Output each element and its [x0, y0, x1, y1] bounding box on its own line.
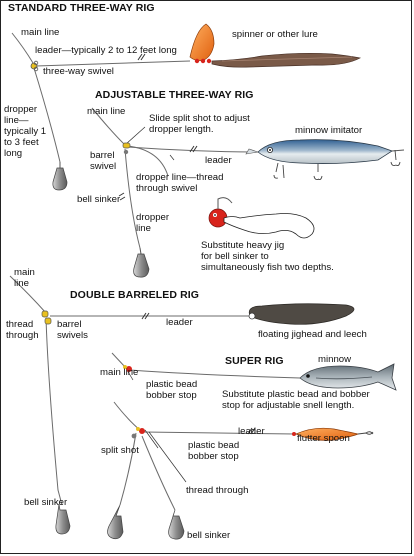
label-dbl-main-2: line — [14, 278, 29, 289]
label-adj-split-1: Slide split shot to adjust — [149, 113, 250, 124]
adj-thread-line — [127, 145, 169, 177]
bell-sinkers — [52, 162, 185, 540]
std-three-way-swivel-icon — [30, 60, 39, 72]
sup-bead-1-icon — [126, 366, 132, 372]
title-double-barreled-rig: DOUBLE BARRELED RIG — [70, 289, 200, 301]
sup-stem — [113, 401, 141, 431]
label-dbl-barrel-2: swivels — [57, 330, 88, 341]
label-spinner: spinner or other lure — [232, 29, 318, 40]
label-bell-sinker-2: bell sinker — [187, 530, 231, 541]
label-jig-2: for bell sinker to — [201, 251, 269, 262]
label-minnow-imitator: minnow imitator — [295, 125, 363, 136]
std-leader-line — [35, 60, 191, 67]
label-bell-sinker-std: bell sinker — [77, 194, 121, 205]
label-split-shot: split shot — [101, 445, 139, 456]
label-dropper-3: typically 1 — [4, 126, 47, 137]
adj-main-line — [91, 107, 125, 145]
title-standard-three-way-rig: STANDARD THREE-WAY RIG — [8, 2, 155, 14]
label-adj-leader: leader — [205, 155, 232, 166]
label-bead1-2: bobber stop — [146, 390, 197, 401]
dbl-barrel-swivel-2-icon — [44, 317, 52, 325]
sup-main-line — [111, 352, 127, 369]
label-adj-main-line: main line — [87, 106, 126, 117]
sup-bell-sinker-2-icon — [168, 509, 185, 540]
minnow-icon — [299, 363, 397, 391]
label-bell-sinker-1: bell sinker — [24, 497, 68, 508]
label-dropper-1: dropper — [4, 104, 38, 115]
sup-stop-2-icon — [136, 427, 140, 431]
dbl-dropper-line — [45, 317, 63, 506]
label-dropper-2: line— — [4, 115, 29, 126]
label-jig-3: simultaneously fish two depths. — [201, 262, 334, 273]
sup-leader1 — [129, 369, 301, 379]
dbl-barrel-swivel-1-icon — [41, 310, 49, 318]
title-super-rig: SUPER RIG — [225, 355, 284, 367]
label-jighead-leech: floating jighead and leech — [258, 329, 367, 340]
jighead-leech-icon — [248, 303, 355, 325]
adj-split-shot-icon — [123, 149, 129, 155]
sup-leader2 — [143, 431, 296, 435]
sup-bell-sinker-1-icon — [107, 504, 124, 540]
label-three-way-swivel: three-way swivel — [43, 66, 114, 77]
sup-bead-2-icon — [139, 428, 145, 434]
label-sup-leader: leader — [238, 426, 265, 437]
label-adj-dropper-2: line — [136, 223, 151, 234]
label-bead2-2: bobber stop — [188, 451, 239, 462]
label-leader: leader—typically 2 to 12 feet long — [35, 45, 177, 56]
label-barrel-1: barrel — [90, 150, 115, 161]
label-adj-split-2: dropper length. — [149, 124, 214, 135]
callout-lines — [125, 126, 187, 483]
label-thread-through: thread through — [186, 485, 249, 496]
label-sup-sub-2: stop for adjustable snell length. — [222, 400, 355, 411]
adj-dropper-line — [124, 148, 141, 249]
label-bead1-1: plastic bead — [146, 379, 198, 390]
std-dropper-line — [33, 67, 61, 163]
label-main-line: main line — [21, 27, 60, 38]
minnow-imitator-icon — [245, 139, 405, 181]
std-main-line — [11, 32, 34, 64]
label-dropper-5: long — [4, 148, 23, 159]
sup-stop-1-icon — [123, 365, 127, 369]
adj-bell-sinker-icon — [133, 247, 150, 278]
label-minnow: minnow — [318, 354, 352, 365]
break-marks — [118, 53, 256, 435]
dbl-bell-sinker-icon — [55, 503, 71, 535]
label-dbl-leader: leader — [166, 317, 193, 328]
label-sup-sub-1: Substitute plastic bead and bobber — [222, 389, 370, 400]
label-dbl-thread-2: through — [6, 330, 39, 341]
sup-drop2 — [141, 435, 176, 511]
sup-drop1 — [119, 432, 137, 506]
label-bead2-1: plastic bead — [188, 440, 240, 451]
label-adj-dropper-1: dropper — [136, 212, 170, 223]
sup-split-shot-icon — [131, 433, 137, 439]
label-dbl-barrel-1: barrel — [57, 319, 82, 330]
label-dbl-thread-1: thread — [6, 319, 34, 330]
label-thread-2: through swivel — [136, 183, 198, 194]
label-flutter-spoon: flutter spoon — [297, 433, 350, 444]
label-thread-1: dropper line—thread — [136, 172, 224, 183]
flutter-spoon-icon — [292, 427, 374, 441]
dbl-main-line — [9, 275, 47, 314]
spinner-lure-icon — [189, 23, 362, 68]
label-sup-main-line: main line — [100, 367, 139, 378]
label-dropper-4: to 3 feet — [4, 137, 39, 148]
adj-barrel-swivel-icon — [122, 142, 131, 149]
swivels — [30, 60, 145, 439]
lines — [9, 32, 301, 511]
label-jig-1: Substitute heavy jig — [201, 240, 285, 251]
title-adjustable-three-way-rig: ADJUSTABLE THREE-WAY RIG — [95, 89, 254, 101]
jig-icon — [208, 197, 315, 239]
label-barrel-2: swivel — [90, 161, 117, 172]
label-dbl-main-1: main — [14, 267, 35, 278]
std-bell-sinker-icon — [52, 162, 68, 191]
